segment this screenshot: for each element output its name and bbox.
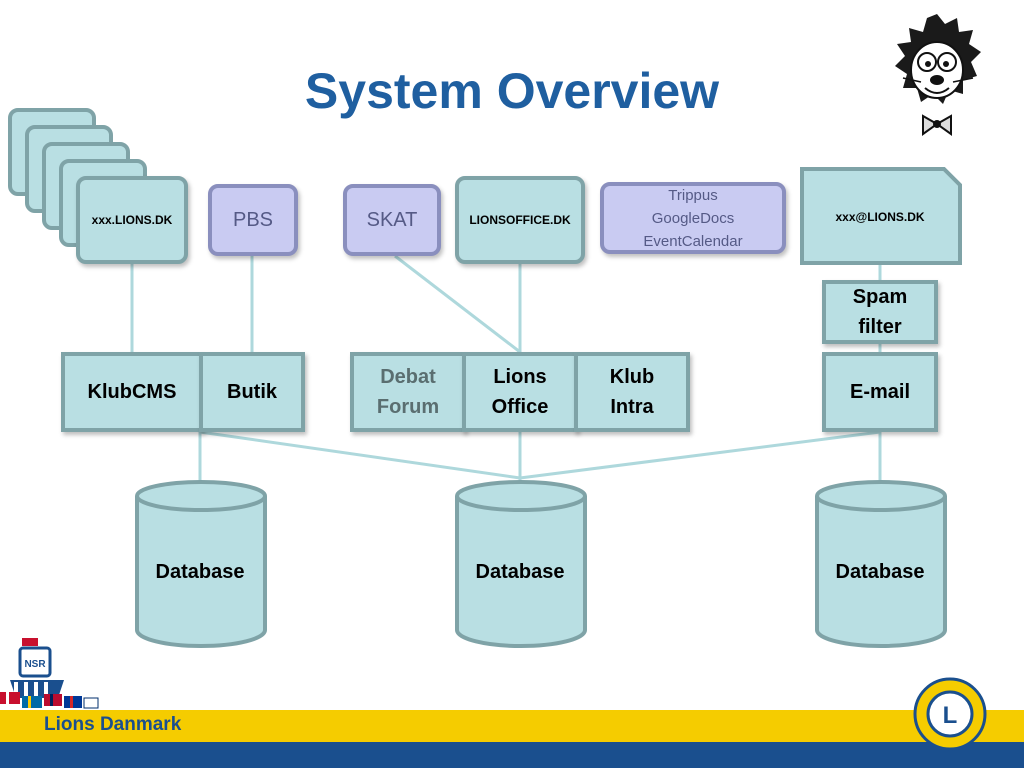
- spam-filter-line-1: Spam: [852, 286, 908, 308]
- lions-dk-site-box: xxx.LIONS.DK: [76, 176, 188, 264]
- klubcms-box: KlubCMS: [61, 352, 203, 432]
- lions-office-box: Lions Office: [462, 352, 578, 432]
- footer-yellow-band: [0, 710, 1024, 742]
- email-box: E-mail: [822, 352, 938, 432]
- database-label-1: Database: [155, 561, 245, 583]
- service-eventcalendar: EventCalendar: [643, 232, 743, 250]
- lions-office-line-1: Lions: [493, 366, 547, 388]
- service-googledocs: GoogleDocs: [651, 209, 735, 227]
- svg-text:L: L: [943, 702, 958, 729]
- database-label-2: Database: [475, 561, 565, 583]
- debat-forum-line-1: Debat: [380, 366, 436, 388]
- butik-box: Butik: [199, 352, 305, 432]
- lion-mascot-icon: [895, 14, 981, 136]
- spam-filter-box: Spam filter: [822, 280, 938, 344]
- database-cylinder-icon: [455, 480, 587, 648]
- database-label-3: Database: [835, 561, 925, 583]
- database-cylinder-icon: [815, 480, 947, 648]
- klub-intra-line-2: Intra: [610, 396, 654, 418]
- lions-office-line-2: Office: [491, 396, 549, 418]
- email-domain-label: xxx@LIONS.DK: [835, 210, 925, 224]
- external-services-box: Trippus GoogleDocs EventCalendar: [600, 182, 786, 254]
- skat-box: SKAT: [343, 184, 441, 256]
- footer-blue-band: [0, 742, 1024, 768]
- lions-international-logo-icon: L: [913, 677, 987, 751]
- spam-filter-line-2: filter: [858, 316, 902, 338]
- page-title: System Overview: [304, 63, 720, 119]
- database-cylinder-icon: [135, 480, 267, 648]
- lionsoffice-dk-box: LIONSOFFICE.DK: [455, 176, 585, 264]
- svg-text:NSR: NSR: [24, 659, 46, 670]
- email-domain-shape: [800, 167, 962, 265]
- footer-brand: Lions Danmark: [44, 714, 182, 735]
- nsr-logo-icon: NSR: [0, 638, 99, 709]
- debat-forum-line-2: Forum: [376, 396, 440, 418]
- pbs-box: PBS: [208, 184, 298, 256]
- debat-forum-box: Debat Forum: [350, 352, 466, 432]
- klub-intra-box: Klub Intra: [574, 352, 690, 432]
- klub-intra-line-1: Klub: [609, 366, 655, 388]
- service-trippus: Trippus: [668, 186, 718, 204]
